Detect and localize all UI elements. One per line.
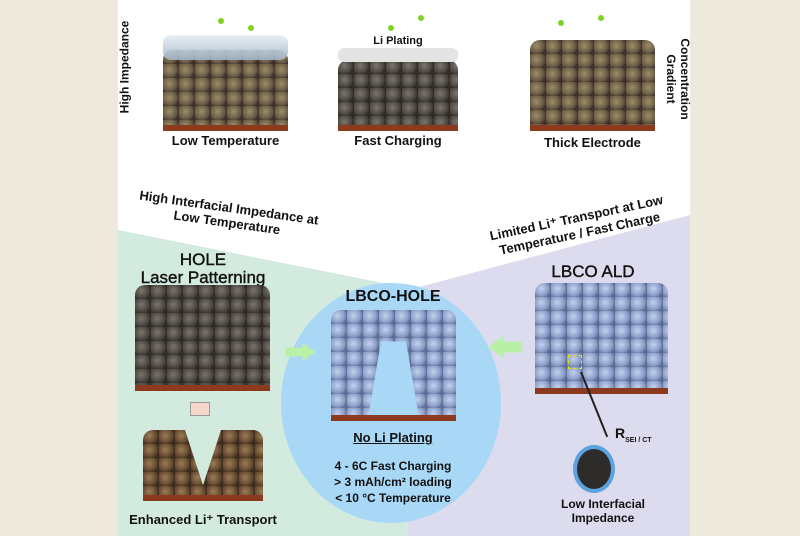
coated-particle-icon xyxy=(573,445,615,493)
current-collector xyxy=(530,125,655,131)
electrode-fast-charging xyxy=(338,60,458,125)
li-plating-layer xyxy=(338,48,458,62)
center-spec: < 10 °C Temperature xyxy=(335,491,451,505)
current-collector xyxy=(143,495,263,501)
current-collector xyxy=(535,388,668,394)
current-collector xyxy=(331,415,456,421)
label-fast-charging: Fast Charging xyxy=(354,133,442,148)
li-ion-dot xyxy=(598,15,604,21)
left-problem-label: High Interfacial Impedance at Low Temper… xyxy=(138,187,320,238)
li-ion-dot xyxy=(558,20,564,26)
hole-subtitle: Laser Patterning xyxy=(140,268,266,287)
ald-result: Low Interfacial Impedance xyxy=(560,497,646,525)
hole-result: Enhanced Li⁺ Transport xyxy=(129,512,277,527)
resistance-symbol: R xyxy=(615,425,626,441)
current-collector xyxy=(163,125,288,131)
center-title: LBCO-HOLE xyxy=(345,288,441,305)
li-ion-dot xyxy=(248,25,254,31)
electrode-thick xyxy=(530,40,655,125)
label-low-temperature: Low Temperature xyxy=(171,133,280,148)
sei-layer-icon xyxy=(163,35,288,60)
down-arrow-icon xyxy=(190,402,210,416)
li-ion-dot xyxy=(218,18,224,24)
side-label-concentration-gradient: Concentration Gradient xyxy=(664,38,690,120)
electrode-hole xyxy=(135,285,270,385)
label-thick-electrode: Thick Electrode xyxy=(544,135,641,150)
electrode-low-temperature xyxy=(163,50,288,125)
current-collector xyxy=(338,125,458,131)
resistance-label: RSEI / CT xyxy=(615,425,652,444)
center-result: No Li Plating xyxy=(353,430,433,445)
li-ion-dot xyxy=(388,25,394,31)
side-label-high-impedance: High Impedance xyxy=(118,20,132,114)
graphical-abstract: High Impedance Low Temperature Li Platin… xyxy=(118,0,690,536)
hole-title: HOLE xyxy=(179,250,227,269)
label-li-plating: Li Plating xyxy=(373,35,423,47)
center-spec: > 3 mAh/cm² loading xyxy=(334,475,452,489)
ald-title: LBCO ALD xyxy=(551,262,635,281)
resistance-subscript: SEI / CT xyxy=(625,436,652,444)
left-arrow-icon xyxy=(488,336,522,358)
li-ion-dot xyxy=(418,15,424,21)
current-collector xyxy=(135,385,270,391)
electrode-lbco-ald xyxy=(535,283,668,388)
zoom-box xyxy=(568,355,582,369)
center-spec: 4 - 6C Fast Charging xyxy=(334,459,452,473)
right-arrow-icon xyxy=(286,343,316,361)
